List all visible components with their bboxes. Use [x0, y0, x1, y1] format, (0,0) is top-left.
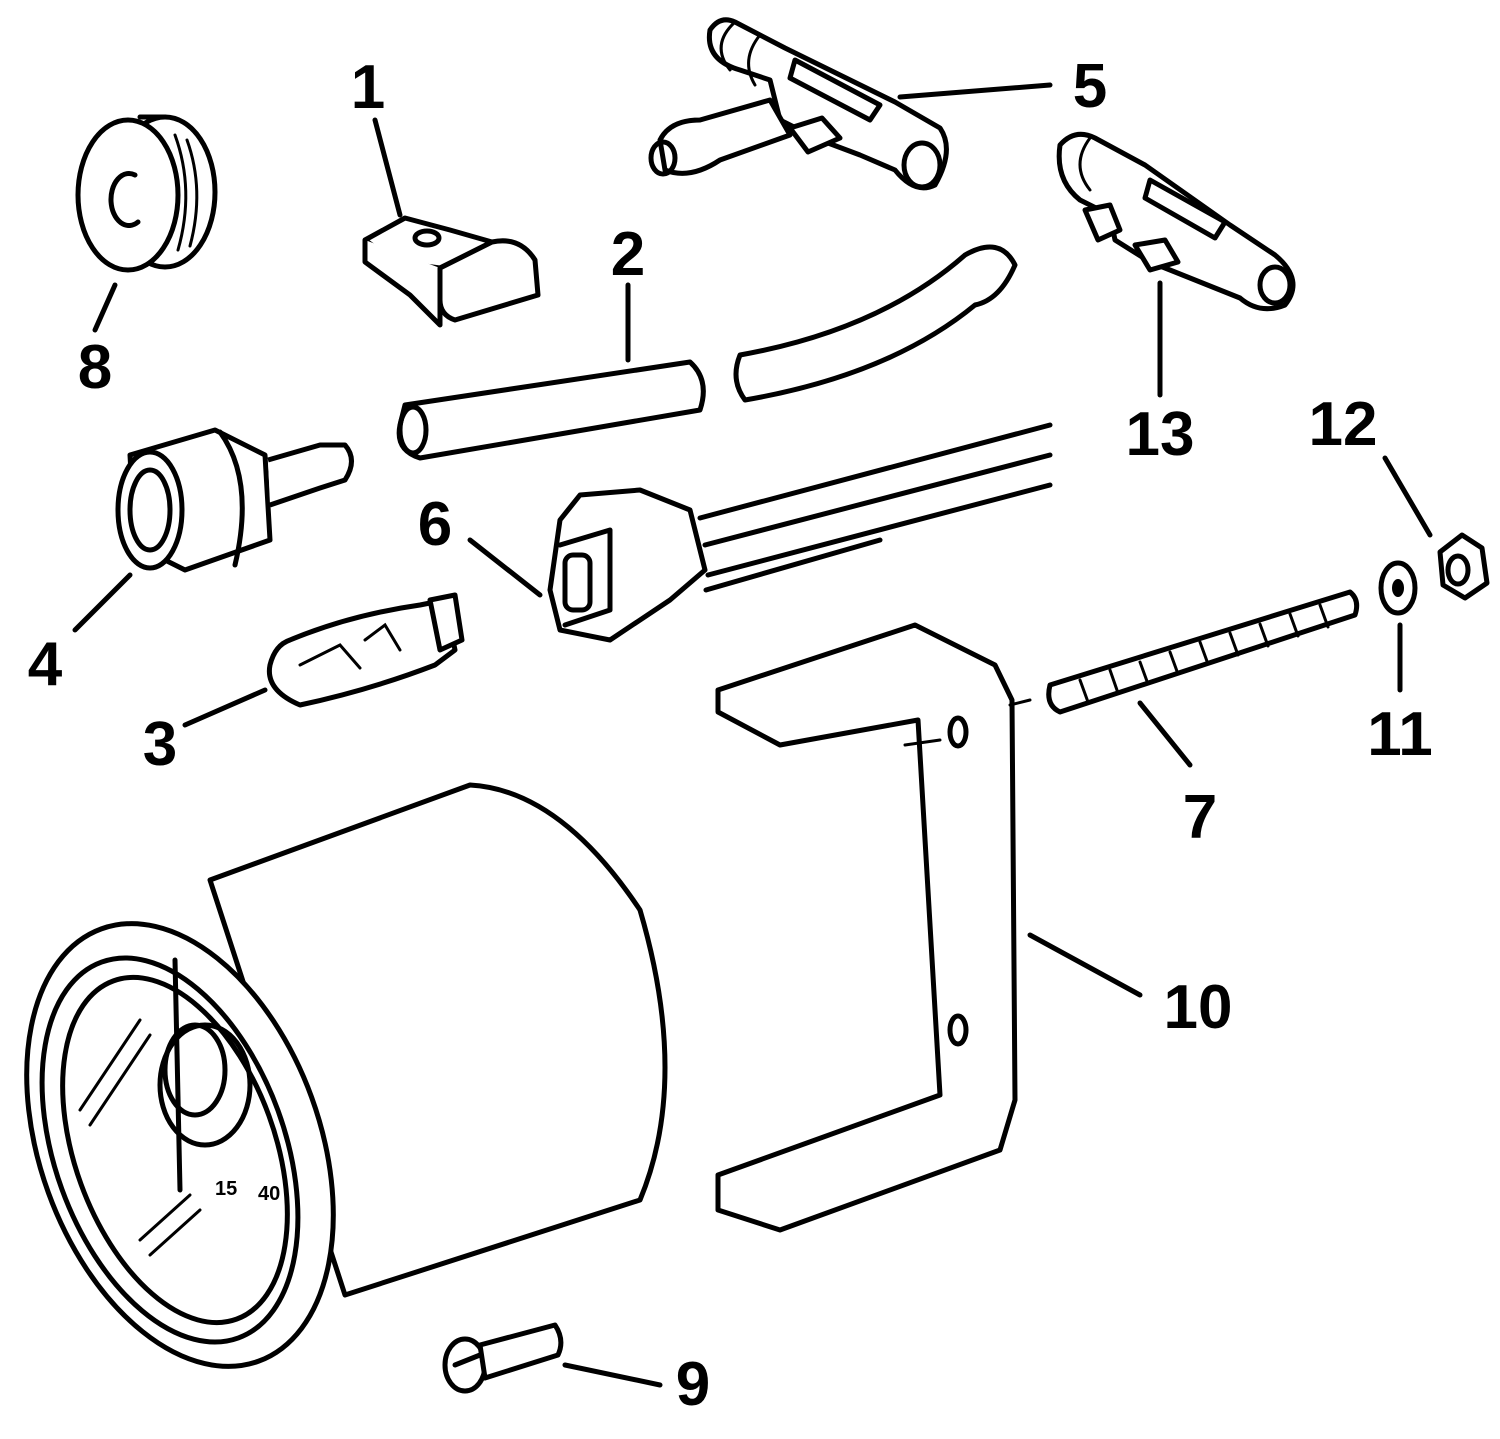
hose-part	[396, 244, 1018, 461]
callout-label-1: 1	[351, 53, 385, 122]
callout-label-2: 2	[611, 220, 645, 289]
callout-label-3: 3	[143, 710, 177, 779]
grommet-part	[75, 114, 218, 273]
screw-part	[442, 1322, 564, 1394]
callout-label-5: 5	[1073, 52, 1107, 121]
clamp-part	[362, 215, 541, 328]
callout-label-8: 8	[78, 333, 112, 402]
callout-label-7: 7	[1183, 783, 1217, 852]
gauge-dial-mark: 15	[215, 1178, 237, 1200]
leader-lines	[72, 82, 1433, 1388]
lock-washer-part	[1378, 560, 1418, 616]
callout-label-13: 13	[1126, 400, 1195, 469]
tee-fitting-part-2	[1056, 131, 1296, 312]
threaded-stud-part	[1046, 589, 1360, 715]
adapter-fitting-part	[115, 427, 354, 573]
callout-label-10: 10	[1164, 973, 1233, 1042]
gauge-dial-mark: 40	[258, 1183, 280, 1205]
callout-label-11: 11	[1367, 700, 1433, 769]
callout-label-9: 9	[676, 1350, 710, 1419]
hex-nut-part	[1437, 532, 1490, 601]
bracket-part	[715, 622, 1018, 1233]
callout-label-12: 12	[1309, 390, 1378, 459]
callout-label-4: 4	[28, 630, 63, 699]
gauge-part: 15 40	[24, 782, 668, 1369]
callout-label-6: 6	[418, 490, 452, 559]
tee-fitting-part	[648, 17, 949, 191]
bulb-part	[266, 592, 465, 708]
sender-part	[547, 422, 1053, 643]
